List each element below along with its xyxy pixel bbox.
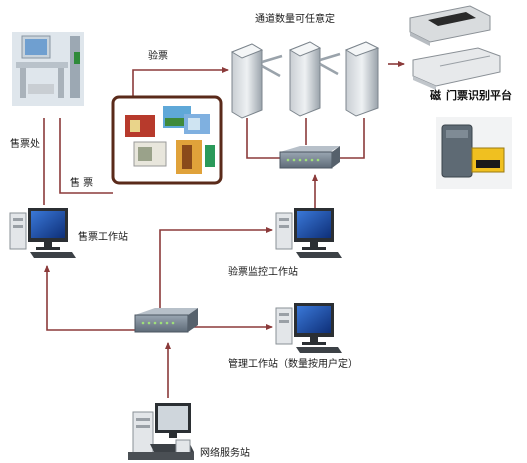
link-switch-to-ticket	[44, 265, 135, 331]
ticket-check-label: 验票	[148, 51, 168, 62]
link-ticket-check	[132, 67, 229, 100]
ticket-workstation-label: 售票工作站	[78, 232, 128, 243]
check-monitor-workstation-label: 验票监控工作站	[228, 267, 298, 278]
link-selling	[59, 118, 113, 194]
tripod-turnstile-icon	[230, 41, 380, 119]
ticket-office-label: 售票处	[10, 139, 40, 150]
management-workstation-label: 管理工作站（数量按用户定）	[228, 359, 358, 370]
access-keypad-icon	[436, 117, 512, 189]
ticket-platform-label: 门票识别平台	[446, 89, 512, 102]
desktop-computer-icon	[9, 208, 76, 258]
desktop-computer-icon	[128, 403, 194, 460]
network-switch-icon	[134, 308, 198, 333]
ticket-office-kiosk	[12, 32, 84, 106]
selling-label: 售 票	[70, 178, 94, 189]
link-turnstile-1	[246, 118, 280, 159]
channel-count-note: 通道数量可任意定	[255, 14, 335, 25]
connection-lines	[43, 61, 405, 398]
link-turnstile-3	[338, 118, 365, 159]
desktop-computer-icon	[275, 208, 342, 258]
card-reader-icon	[409, 5, 501, 90]
magnetic-label: 磁	[430, 89, 441, 102]
network-server-label: 网络服务站	[200, 448, 250, 459]
network-switch-icon	[279, 146, 340, 169]
desktop-computer-icon	[275, 303, 342, 353]
ticket-card-frame	[111, 95, 223, 185]
link-switch-to-check	[159, 227, 273, 312]
